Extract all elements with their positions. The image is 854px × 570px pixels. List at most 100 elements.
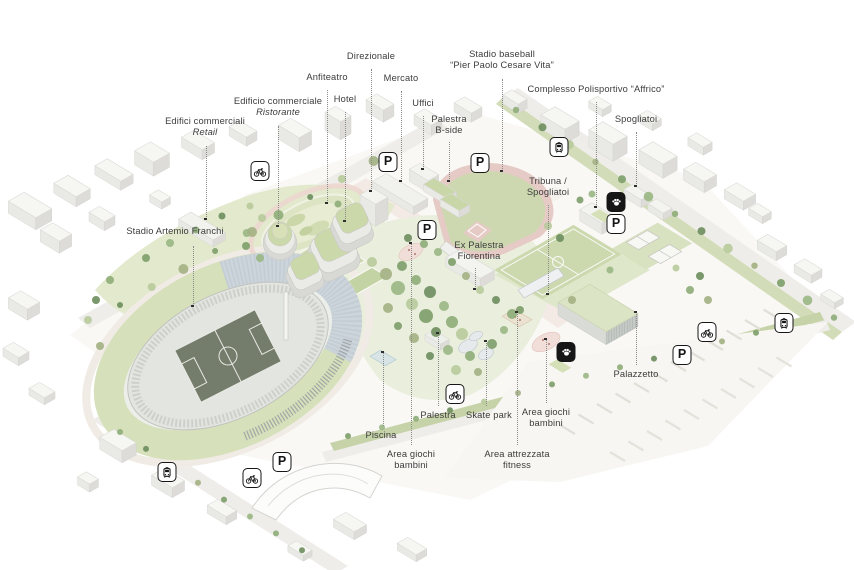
leader-endpoint [191,304,194,308]
label-hotel: Hotel [333,94,357,104]
tram-glyph [555,141,563,153]
leader-endpoint [369,189,372,193]
label-tribuna-spogliatoi: Tribuna /Spogliatoi [526,176,570,197]
label-stadio-baseball: Stadio baseball“Pier Paolo Cesare Vita” [450,49,554,70]
city-buildings [2,89,844,563]
parking-icon: P [378,152,398,172]
leader-line-direzionale [370,69,372,191]
leader-endpoint [634,184,637,188]
bike-icon [697,322,717,342]
label-mercato: Mercato [383,73,419,83]
label-uffici: Uffici [412,98,434,108]
bicycle-glyph [245,474,259,484]
bike-icon [242,468,262,488]
leader-line-edifici-commerciali-retail [205,146,207,219]
terraced-buildings [262,202,374,298]
parking-letter: P [611,216,621,231]
leader-endpoint [634,310,637,314]
paw-icon [556,342,576,362]
leader-endpoint [276,224,279,228]
leader-line-palestra [437,333,439,406]
leader-line-mercato [400,91,402,181]
baseball-field [433,163,554,259]
leader-line-complesso-polisportivo-affrico [595,102,597,207]
leader-line-area-attrezzata-fitness [516,312,518,445]
leader-line-stadio-baseball [501,79,503,171]
leader-line-anfiteatro [326,90,328,203]
leader-endpoint [421,167,424,171]
leader-line-area-giochi-bambini-ovest [410,243,412,445]
leader-line-skate-park [485,341,487,406]
leader-line-ex-palestra-fiorentina [474,268,476,289]
plaza [445,308,828,482]
tram-icon [157,462,177,482]
label-piscina: Piscina [365,430,397,440]
paw-icon [606,192,626,212]
leader-endpoint [436,331,439,335]
label-palazzetto: Palazzetto [613,369,659,379]
leader-endpoint [594,205,597,209]
parking-letter: P [677,347,687,362]
leader-endpoint [409,241,412,245]
leader-endpoint [204,217,207,221]
label-palestra: Palestra [420,410,456,420]
leader-endpoint [515,310,518,314]
parking-icon: P [417,220,437,240]
trees-layer [84,106,838,554]
bicycle-glyph [700,328,714,338]
parking-letter: P [422,222,432,237]
tram-glyph [780,317,788,329]
bicycle-glyph [253,167,267,177]
leader-endpoint [546,292,549,296]
tram-icon [774,313,794,333]
leader-line-edificio-commerciale-ristorante [277,126,279,226]
bike-icon [250,161,270,181]
label-skate-park: Skate park [466,410,512,420]
paw-glyph [611,198,621,206]
leader-endpoint [447,179,450,183]
leader-endpoint [500,169,503,173]
bicycle-glyph [448,390,462,400]
leader-line-area-giochi-bambini-est [545,339,547,403]
label-anfiteatro: Anfiteatro [306,72,348,82]
leader-endpoint [325,201,328,205]
leader-line-palazzetto [635,312,637,365]
bike-icon [445,384,465,404]
label-direzionale: Direzionale [346,51,396,61]
leader-endpoint [544,337,547,341]
label-stadio-artemio-franchi: Stadio Artemio Franchi [126,226,224,236]
label-spogliatoi: Spogliatoi [614,114,658,124]
parking-letter: P [383,154,393,169]
leader-endpoint [381,350,384,354]
parking-icon: P [470,153,490,173]
leader-endpoint [343,219,346,223]
leader-endpoint [399,179,402,183]
leader-line-tribuna-spogliatoi [547,205,549,294]
leader-line-palestra-b-side [448,142,450,181]
palazzetto [557,283,639,346]
parking-icon: P [606,214,626,234]
tram-icon [549,137,569,157]
parking-letter: P [277,454,287,469]
leader-line-piscina [382,352,384,426]
leader-line-uffici [422,116,424,169]
parking-letter: P [475,155,485,170]
paw-glyph [561,348,571,356]
parking-icon: P [672,345,692,365]
parking-icon: P [272,452,292,472]
label-complesso-polisportivo-affrico: Complesso Polisportivo “Affrico” [527,84,665,94]
leader-line-spogliatoi [635,132,637,186]
leader-line-hotel [344,112,346,221]
leader-endpoint [484,339,487,343]
tram-glyph [163,466,171,478]
